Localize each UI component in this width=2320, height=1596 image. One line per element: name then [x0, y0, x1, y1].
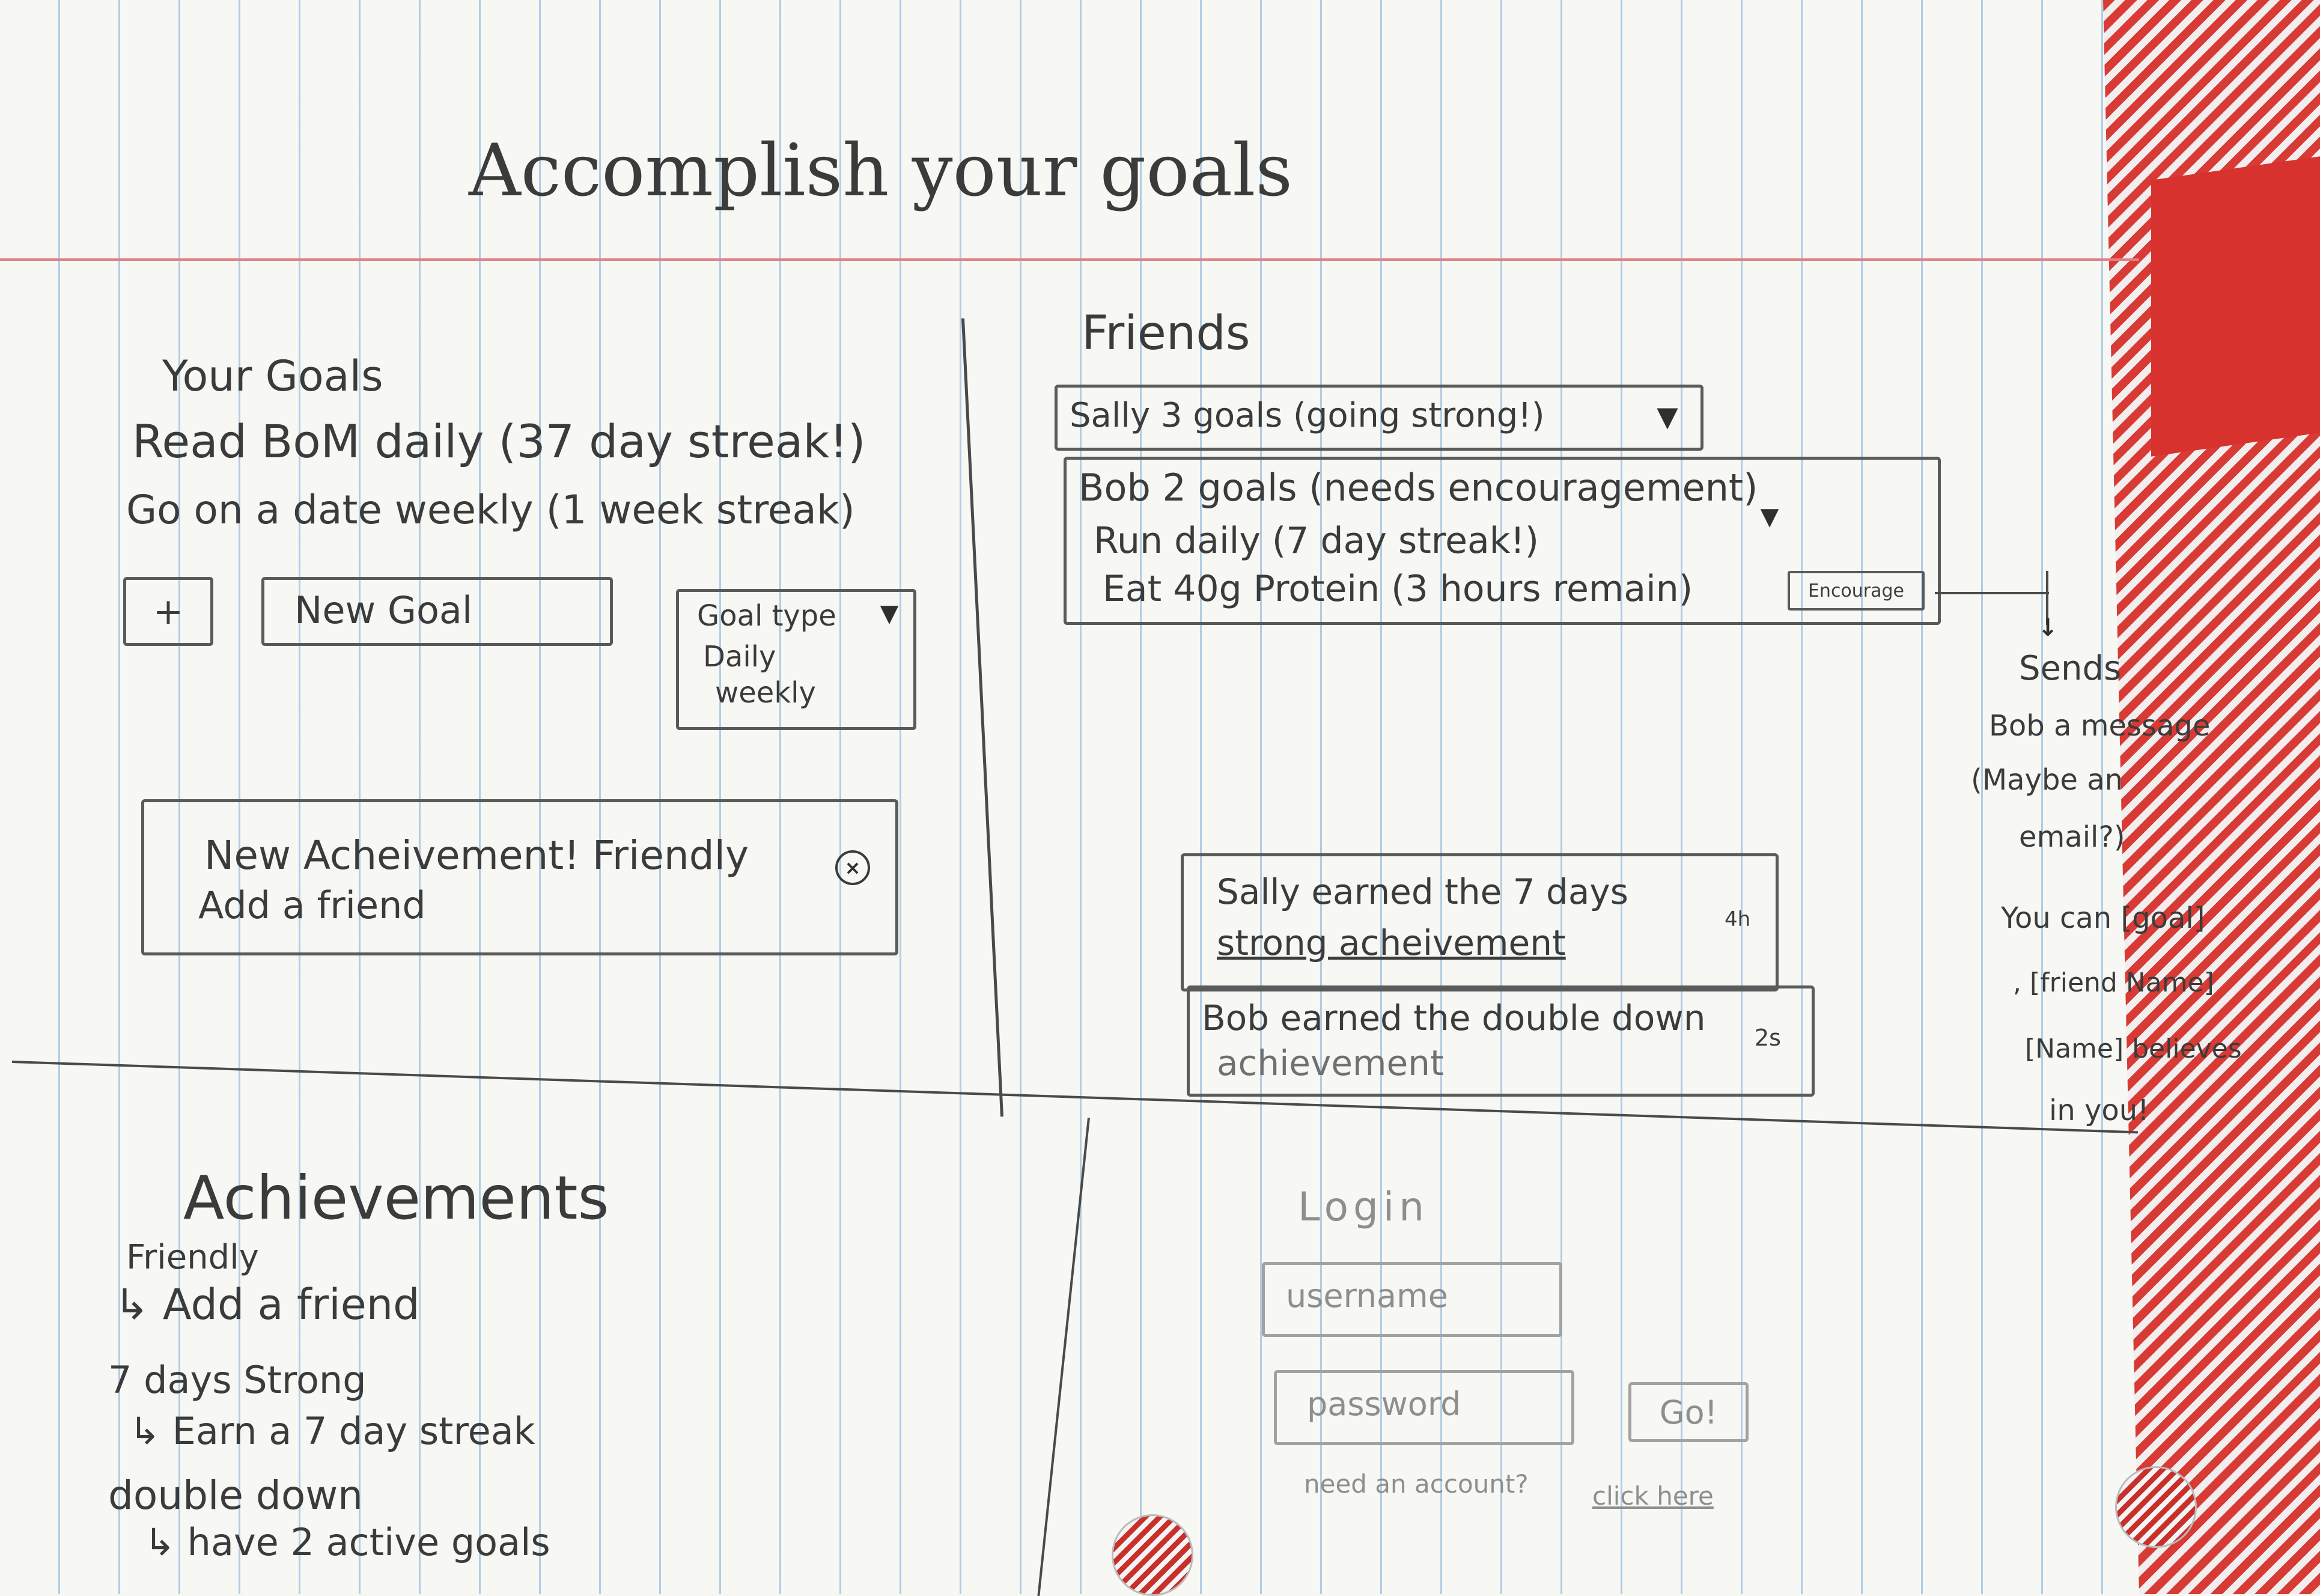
notification-title: New Acheivement! Friendly [204, 832, 749, 879]
new-goal-placeholder: New Goal [294, 588, 473, 632]
annotation-title: Sends [2019, 649, 2122, 688]
friend-row-sally[interactable]: Sally 3 goals (going strong!) ▼ [1055, 385, 1703, 451]
chevron-down-icon[interactable]: ▼ [1760, 503, 1779, 531]
friend-goal: Eat 40g Protein (3 hours remain) [1103, 568, 1693, 610]
punch-hole [1112, 1514, 1193, 1596]
login-heading: Login [1298, 1184, 1429, 1230]
punch-hole [2115, 1466, 2197, 1548]
feed-text: strong acheivement [1217, 922, 1566, 963]
chevron-down-icon[interactable]: ▼ [880, 600, 899, 627]
notification-body: Add a friend [198, 883, 426, 927]
feed-text: achievement [1217, 1043, 1444, 1083]
achievement-desc-text: Add a friend [162, 1280, 420, 1329]
achievement-desc: ↳ have 2 active goals [144, 1520, 550, 1564]
achievements-heading: Achievements [183, 1163, 609, 1233]
goal-type-label: Goal type [697, 599, 836, 633]
friend-goal: Run daily (7 day streak!) [1094, 520, 1539, 562]
feed-item: Bob earned the double down achievement 2… [1187, 985, 1815, 1097]
need-account-text: need an account? [1304, 1469, 1529, 1499]
arrow-line [1935, 592, 2049, 594]
goal-item: Go on a date weekly (1 week streak) [126, 487, 855, 533]
goal-type-option[interactable]: Daily [703, 640, 776, 674]
annotation-line: (Maybe an [1971, 763, 2124, 797]
top-margin-line [0, 258, 2139, 261]
goal-item: Read BoM daily (37 day streak!) [132, 415, 866, 468]
feed-time: 2s [1755, 1025, 1781, 1051]
achievement-desc-text: have 2 active goals [187, 1520, 550, 1564]
page-title: Accomplish your goals [469, 129, 1293, 213]
annotation-line: , [friend Name] [2013, 967, 2214, 998]
goals-heading: Your Goals [162, 352, 383, 401]
achievement-name: Friendly [126, 1238, 259, 1277]
feed-text: Bob earned the double down [1202, 998, 1706, 1038]
annotation-line: [Name] believes [2025, 1034, 2242, 1064]
feed-time: 4h [1725, 907, 1751, 931]
new-goal-input[interactable]: New Goal [261, 577, 613, 646]
encourage-button[interactable]: Encourage [1788, 571, 1925, 611]
notebook-paper [0, 0, 2139, 1594]
goal-type-select[interactable]: Goal type ▼ Daily weekly [676, 589, 916, 730]
add-goal-button[interactable]: + [123, 577, 213, 646]
achievement-desc-text: Earn a 7 day streak [172, 1409, 535, 1453]
achievement-notification: New Acheivement! Friendly Add a friend × [141, 799, 898, 955]
friend-summary: Sally 3 goals (going strong!) [1070, 396, 1545, 435]
friend-summary: Bob 2 goals (needs encouragement) [1079, 466, 1758, 510]
arrow-line [2046, 571, 2048, 625]
achievement-name: 7 days Strong [108, 1358, 367, 1402]
signup-link[interactable]: click here [1592, 1481, 1714, 1511]
go-button-label: Go! [1659, 1393, 1718, 1431]
achievement-desc: ↳ Earn a 7 day streak [129, 1409, 535, 1453]
username-input[interactable]: username [1262, 1262, 1562, 1337]
go-button[interactable]: Go! [1628, 1382, 1749, 1442]
annotation-line: email?) [2019, 820, 2125, 854]
annotation-line: You can [goal] [2001, 901, 2205, 935]
achievement-name: double down [108, 1472, 364, 1518]
annotation-line: Bob a message [1989, 709, 2211, 743]
arrow-down-icon: ↓ [2038, 614, 2058, 642]
annotation-line: in you! [2049, 1094, 2149, 1127]
feed-item: Sally earned the 7 days strong acheiveme… [1181, 853, 1779, 991]
friend-row-bob[interactable]: Bob 2 goals (needs encouragement) ▼ Run … [1064, 457, 1941, 625]
goal-type-option[interactable]: weekly [715, 676, 816, 710]
feed-text: Sally earned the 7 days [1217, 871, 1628, 912]
tablecloth-red-square [2151, 156, 2320, 457]
chevron-down-icon[interactable]: ▼ [1657, 400, 1678, 433]
password-placeholder: password [1307, 1385, 1461, 1423]
achievement-desc: ↳ Add a friend [114, 1280, 420, 1329]
friends-heading: Friends [1082, 306, 1250, 361]
close-icon[interactable]: × [835, 850, 870, 885]
username-placeholder: username [1286, 1277, 1448, 1315]
password-input[interactable]: password [1274, 1370, 1574, 1445]
